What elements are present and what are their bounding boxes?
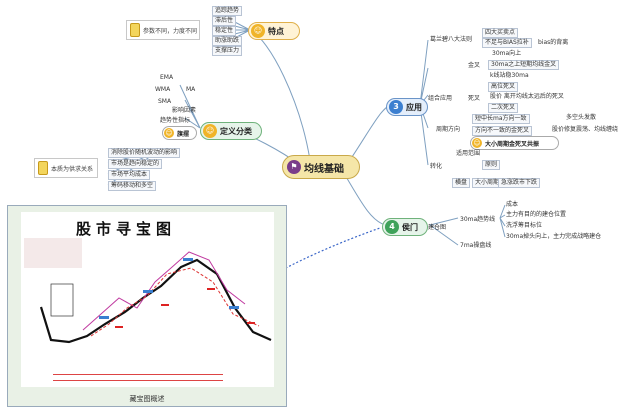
ma30-item: 成本 <box>506 201 519 208</box>
number-3-icon: 3 <box>389 100 403 114</box>
image-caption: 藏宝图概述 <box>129 395 165 403</box>
classify-note: 本质为供求关系 <box>34 158 98 178</box>
topic-doors-label: 侯门 <box>402 222 418 232</box>
doors-main: 建仓图 <box>428 224 447 231</box>
ma-type: WMA <box>155 86 171 93</box>
dead-item: 股价 离开均线太远后的死叉 <box>490 93 564 100</box>
topic-features[interactable]: ☺ 特点 <box>248 22 300 40</box>
smiley-icon: ☺ <box>203 124 217 138</box>
period-sub: 多空头发散 <box>566 114 597 121</box>
scope-root: 原则 <box>482 160 501 170</box>
image-legend <box>24 238 82 268</box>
market-curve-sketch <box>39 251 272 344</box>
period-sub: 股价修复震荡、均线缠绕 <box>552 126 619 133</box>
smiley-icon: ☺ <box>472 138 482 148</box>
topic-classify[interactable]: ☺ 定义分类 <box>200 122 262 140</box>
ma30-line: 30ma趋势线 <box>460 216 496 223</box>
classify-note-text: 本质为供求关系 <box>51 165 94 173</box>
ma30-label: 30ma向上 <box>492 50 522 57</box>
topic-apply[interactable]: 3 应用 <box>386 98 428 116</box>
smiley-icon: ☺ <box>164 128 174 138</box>
feature-item: 支撑压力 <box>212 46 243 56</box>
feature-note: 参数不同，力度不同 <box>126 20 200 40</box>
dead-label: 死叉 <box>468 95 481 102</box>
classify-item: 消除股价随机波动的影响 <box>108 148 181 158</box>
granville-label: 葛兰碧八大法则 <box>430 36 473 43</box>
classify-item: 筹码移动和多空 <box>108 181 157 191</box>
convert-label: 转化 <box>430 163 443 170</box>
trend-indicator-label: 趋势性指标 <box>160 117 191 124</box>
ma30-item: 洗浮筹目标位 <box>506 222 543 229</box>
period-big[interactable]: ☺ 大小周期金死叉共振 <box>470 136 559 150</box>
combo-label: 组合应用 <box>428 95 453 102</box>
image-paper: 股市寻宝图 <box>21 212 274 387</box>
scope-item: 横盘 <box>452 178 471 188</box>
gold-item: 30ma之上短期均线金叉 <box>488 60 560 70</box>
ma-label: MA <box>186 86 196 93</box>
granville-item: bias的背离 <box>538 39 569 46</box>
feature-item: 追踪趋势 <box>212 6 243 16</box>
flag-node[interactable]: ☺ 旗摆 <box>162 126 197 140</box>
ma7-line: 7ma操盘线 <box>460 242 492 249</box>
gold-label: 金叉 <box>468 62 481 69</box>
influence-label: 影响因素 <box>172 107 197 114</box>
topic-doors[interactable]: 4 侯门 <box>382 218 428 236</box>
topic-features-label: 特点 <box>268 26 284 36</box>
note-icon <box>130 23 140 37</box>
note-icon <box>38 161 48 175</box>
scope-label: 适用范围 <box>456 150 481 157</box>
image-note-line <box>53 380 223 381</box>
treasure-map-image: 股市寻宝图 藏宝图概述 <box>7 205 287 407</box>
central-topic-label: 均线基础 <box>304 163 344 175</box>
flag-icon: ⚑ <box>287 160 301 174</box>
ma-type: SMA <box>158 98 172 105</box>
smiley-icon: ☺ <box>251 24 265 38</box>
central-topic[interactable]: ⚑ 均线基础 <box>282 155 360 179</box>
granville-item: 不足与BIAS拉补 <box>482 38 532 48</box>
flag-node-label: 旗摆 <box>177 130 190 138</box>
granville-item: 四大买卖点 <box>482 28 519 38</box>
period-big-label: 大小周期金死叉共振 <box>485 140 540 148</box>
feature-item: 滞后性 <box>212 16 237 26</box>
image-note-line <box>53 374 223 375</box>
gold-item: k线站稳30ma <box>490 72 529 79</box>
topic-classify-label: 定义分类 <box>220 126 252 136</box>
feature-note-text: 参数不同，力度不同 <box>143 27 198 35</box>
ma30-item: 主力有目的的建仓位置 <box>506 211 567 218</box>
feature-item: 助涨助跌 <box>212 36 243 46</box>
number-4-icon: 4 <box>385 220 399 234</box>
image-title: 股市寻宝图 <box>76 220 177 238</box>
classify-item: 市场平均成本 <box>108 170 151 180</box>
period-label: 周期方向 <box>436 126 461 133</box>
ma30-last: 30ma掉头向上，主力完成战略建仓 <box>506 233 602 240</box>
dead-item: 高位死叉 <box>488 82 519 92</box>
classify-item: 市场是趋向稳定的 <box>108 159 163 169</box>
period-item: 短中长ma方向一致 <box>472 114 530 124</box>
dead-item: 二次死叉 <box>488 103 519 113</box>
scope-item: 急涨跌市下跌 <box>498 178 541 188</box>
feature-item: 稳定性 <box>212 26 237 36</box>
ma-type: EMA <box>160 74 174 81</box>
period-item: 方向不一致的金死叉 <box>472 126 533 136</box>
topic-apply-label: 应用 <box>406 102 422 112</box>
